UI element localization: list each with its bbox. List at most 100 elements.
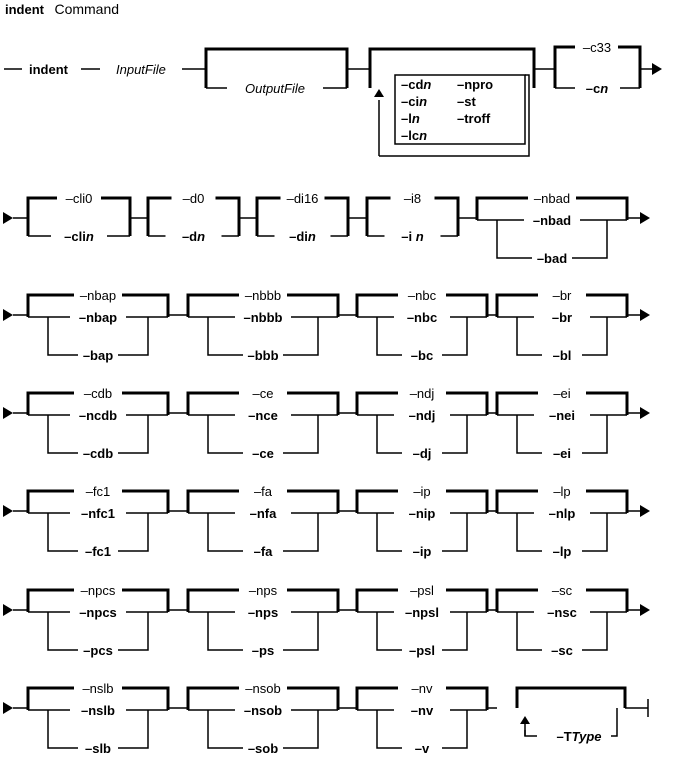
- loop-option-4-key: –npro: [457, 77, 493, 92]
- default-path-right: [576, 196, 629, 220]
- option-group-1-2: –nbc–nbc–bc: [355, 288, 489, 363]
- option-group-0-3: –i8–i n: [365, 191, 460, 244]
- option-b-label: –bad: [537, 251, 567, 266]
- loop-option-3-arg: n: [419, 128, 427, 143]
- option-b-entry: [207, 710, 243, 749]
- option-label: –din: [289, 229, 316, 244]
- option-a-label: –nv: [411, 703, 434, 718]
- option-a-label: –nbc: [407, 310, 437, 325]
- c-option-label-arg: n: [600, 81, 608, 96]
- option-b-entry: [496, 220, 532, 259]
- row-start-arrow-icon: [3, 604, 13, 616]
- default-path-right: [287, 588, 340, 612]
- option-a-label: –nps: [248, 605, 278, 620]
- option-a-label: –nei: [549, 408, 575, 423]
- default-label: –fc1: [86, 484, 111, 499]
- option-group-2-0: –cdb–ncdb–cdb: [26, 386, 170, 461]
- continue-arrow-icon: [640, 309, 650, 321]
- default-path-left: [495, 293, 538, 317]
- option-b-exit: [118, 513, 149, 552]
- default-label: –nps: [249, 583, 278, 598]
- option-b-exit: [118, 317, 149, 356]
- option-group-5-1: –nsob–nsob–sob: [186, 681, 340, 756]
- option-row-5: –nslb–nslb–slb–nsob–nsob–sob–nv–nv–v–TTy…: [3, 681, 649, 756]
- option-b-entry: [207, 513, 243, 552]
- default-path-left: [355, 391, 398, 415]
- option-row-4: –npcs –npcs –pcs –nps –nps –ps –psl–npsl–psl–s…: [3, 583, 650, 658]
- default-path-right: [287, 686, 340, 710]
- title-word: Command: [54, 1, 119, 17]
- continue-arrow-icon: [640, 505, 650, 517]
- option-b-entry: [47, 513, 78, 552]
- option-b-label: –fc1: [85, 544, 111, 559]
- option-label: –dn: [182, 229, 205, 244]
- option-b-exit: [442, 710, 468, 749]
- default-label: –npcs: [81, 583, 116, 598]
- option-a-label: –npcs: [79, 605, 117, 620]
- option-b-entry: [376, 710, 402, 749]
- output-file-label: OutputFile: [245, 81, 305, 96]
- default-path-right: [586, 588, 629, 612]
- loop-option-label-key: –T: [556, 729, 571, 744]
- default-path-right: [215, 196, 241, 236]
- default-path-right: [287, 293, 340, 317]
- default-label: –br: [553, 288, 572, 303]
- option-label-key: –d: [182, 229, 197, 244]
- loop-option-1: –cin: [401, 94, 427, 109]
- title-command: indent: [5, 2, 45, 17]
- c-option-label-key: –c: [586, 81, 600, 96]
- option-group-4-3: –sc–nsc–sc: [495, 583, 629, 658]
- option-b-label: –slb: [85, 741, 111, 756]
- option-b-exit: [582, 415, 608, 454]
- c-default-label: –c33: [583, 40, 611, 55]
- option-group-2-1: –ce–nce–ce: [186, 386, 340, 461]
- option-b-entry: [376, 612, 402, 651]
- option-b-exit: [442, 513, 468, 552]
- option-b-entry: [207, 612, 243, 651]
- loop-option-2-arg: n: [412, 111, 420, 126]
- option-b-label: –cdb: [83, 446, 113, 461]
- option-b-exit: [582, 317, 608, 356]
- option-b-exit: [582, 513, 608, 552]
- option-b-label: –ps: [252, 643, 274, 658]
- option-a-label: –nsob: [244, 703, 282, 718]
- continue-arrow-icon: [640, 604, 650, 616]
- option-b-label: –bbb: [247, 348, 278, 363]
- option-group-4-2: –psl–npsl–psl: [355, 583, 489, 658]
- loop-option-0-key: –cd: [401, 77, 423, 92]
- arrow-up-icon: [374, 89, 384, 97]
- input-file-label: InputFile: [116, 62, 166, 77]
- default-path-left: [355, 686, 398, 710]
- continue-arrow-icon: [640, 212, 650, 224]
- option-a-label: –nsc: [547, 605, 577, 620]
- default-path-left: [186, 489, 239, 513]
- option-group-2-2: –ndj–ndj–dj: [355, 386, 489, 461]
- loop-return-left: [524, 730, 537, 737]
- default-path-right: [446, 391, 489, 415]
- loop-option-4: –npro: [457, 77, 493, 92]
- option-group-0-4: –nbad–nbad–bad: [475, 191, 629, 266]
- option-b-entry: [47, 317, 78, 356]
- option-group-0-2: –di16–din: [255, 191, 350, 244]
- default-label: –i8: [404, 191, 421, 206]
- default-path-right: [434, 196, 460, 236]
- loop-option-3: –lcn: [401, 128, 427, 143]
- option-row-3: –fc1–nfc1–fc1–fa–nfa–fa–ip–nip–ip–lp–nlp…: [3, 484, 650, 559]
- row-start-arrow-icon: [3, 309, 13, 321]
- loop-option-6: –troff: [457, 111, 491, 126]
- loop-option-1-key: –ci: [401, 94, 419, 109]
- default-label: –cdb: [84, 386, 112, 401]
- option-b-entry: [47, 612, 78, 651]
- default-label: –ce: [253, 386, 274, 401]
- default-path-right: [101, 196, 132, 236]
- loop-options-box: [394, 74, 526, 145]
- loop-option-2: –ln: [401, 111, 420, 126]
- option-b-label: –pcs: [83, 643, 113, 658]
- option-a-label: –nce: [248, 408, 278, 423]
- default-path-left: [355, 588, 398, 612]
- default-path-left: [26, 391, 74, 415]
- c-default-left: [553, 45, 575, 88]
- option-group-5-0: –nslb–nslb–slb: [26, 681, 170, 756]
- option-b-label: –bap: [83, 348, 113, 363]
- default-path-right: [586, 391, 629, 415]
